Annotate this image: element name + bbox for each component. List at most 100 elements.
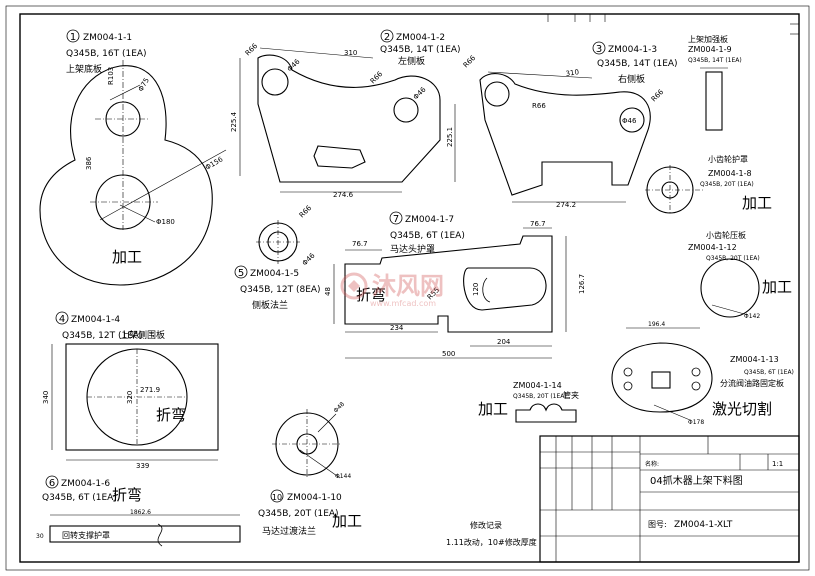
part-7-motor-guard: 7 ZM004-1-7 Q345B, 6T (1EA) 马达头护罩 76.7 7… xyxy=(324,211,586,359)
part-12-pinion-press-plate: 小齿轮压板 ZM004-1-12 Q345B, 20T (1EA) Φ142 加… xyxy=(688,230,792,320)
part-14-name: 管夹 xyxy=(563,390,579,400)
part-8-spec: Q345B, 20T (1EA) xyxy=(700,181,754,188)
part-13-name: 分流阀油路固定板 xyxy=(720,378,784,388)
part-7-dim-120: 120 xyxy=(472,283,480,296)
part-3-dim-r66-c: R66 xyxy=(650,88,666,104)
part-5-code: ZM004-1-5 xyxy=(250,269,299,279)
part-4-number: 4 xyxy=(59,314,65,325)
part-12-dim-phi142: Φ142 xyxy=(744,313,760,320)
inner-frame xyxy=(19,13,800,563)
part-13-note: 激光切割 xyxy=(712,400,772,418)
part-10-motor-adapter-flange: Φ48 Φ144 10 ZM004-1-10 Q345B, 20T (1EA) … xyxy=(258,401,362,537)
part-8-pinion-guard: 小齿轮护罩 ZM004-1-8 Q345B, 20T (1EA) 加工 xyxy=(645,154,772,215)
part-12-spec: Q345B, 20T (1EA) xyxy=(706,255,760,262)
part-10-dim-phi144: Φ144 xyxy=(335,473,351,480)
part-1-name: 上架底板 xyxy=(66,63,102,75)
part-2-dim-r66-b: R66 xyxy=(369,70,385,86)
part-5-spec: Q345B, 12T (8EA) xyxy=(240,285,321,295)
part-7-spec: Q345B, 6T (1EA) xyxy=(390,231,465,241)
part-1-dim-r103: R103 xyxy=(107,67,115,85)
part-3-dim-phi46: Φ46 xyxy=(622,117,637,125)
watermark-logo-icon xyxy=(340,272,368,300)
part-6-slewing-guard: 6 ZM004-1-6 Q345B, 6T (1EA) 折弯 1862.6 30… xyxy=(36,475,241,547)
part-2-dim-225-1: 225.1 xyxy=(446,127,454,147)
part-10-spec: Q345B, 20T (1EA) xyxy=(258,509,339,519)
part-3-right-side-plate: 3 ZM004-1-3 Q345B, 14T (1EA) 右侧板 R66 310… xyxy=(462,41,678,209)
part-14-code: ZM004-1-14 xyxy=(513,381,562,390)
part-1-dim-phi156: Φ156 xyxy=(204,155,225,172)
part-13-dim-196-4: 196.4 xyxy=(648,321,665,328)
part-1-bottom-plate: 1 ZM004-1-1 Q345B, 16T (1EA) 上架底板 R103 Φ… xyxy=(39,29,227,286)
part-2-dim-phi46-b: Φ46 xyxy=(412,85,428,101)
part-1-dim-386: 386 xyxy=(85,156,93,170)
part-6-dim-30: 30 xyxy=(36,533,44,540)
part-2-dim-310: 310 xyxy=(344,49,357,57)
part-3-dim-r66-b: R66 xyxy=(532,102,546,110)
part-9-code: ZM004-1-9 xyxy=(688,45,732,54)
part-1-number: 1 xyxy=(70,32,76,43)
part-7-code: ZM004-1-7 xyxy=(405,215,454,225)
part-1-dim-phi180: Φ180 xyxy=(156,218,175,226)
part-12-name: 小齿轮压板 xyxy=(706,230,746,240)
part-8-code: ZM004-1-8 xyxy=(708,169,752,178)
watermark-text: 沐风网 xyxy=(372,272,444,300)
part-13-code: ZM004-1-13 xyxy=(730,355,779,364)
part-5-dim-phi46: Φ46 xyxy=(301,251,317,267)
part-3-name: 右侧板 xyxy=(618,73,645,85)
part-1-spec: Q345B, 16T (1EA) xyxy=(66,49,147,59)
part-6-number: 6 xyxy=(49,478,55,489)
part-4-spec: Q345B, 12T (1EA) xyxy=(62,331,143,341)
part-4-note: 折弯 xyxy=(156,406,186,424)
part-12-code: ZM004-1-12 xyxy=(688,243,737,252)
part-2-dim-225-4: 225.4 xyxy=(230,111,238,132)
watermark: 沐风网 www.mfcad.com xyxy=(340,272,444,308)
part-3-dim-r66-a: R66 xyxy=(462,54,478,70)
part-3-dim-310: 310 xyxy=(565,68,579,78)
part-7-dim-48: 48 xyxy=(324,287,332,296)
part-2-code: ZM004-1-2 xyxy=(396,33,445,43)
outer-frame xyxy=(5,5,810,571)
part-7-name: 马达头护罩 xyxy=(390,243,435,255)
part-1-dim-phi75: Φ75 xyxy=(137,77,151,93)
part-5-side-flange: R66 Φ46 5 ZM004-1-5 Q345B, 12T (8EA) 侧板法… xyxy=(234,204,321,311)
title-block-scale: 1:1 xyxy=(772,460,783,468)
part-12-note: 加工 xyxy=(762,278,792,296)
part-13-dim-phi178: Φ178 xyxy=(688,419,704,426)
part-3-dim-274-2: 274.2 xyxy=(556,201,576,209)
part-8-name: 小齿轮护罩 xyxy=(708,154,748,164)
title-block: 名称: 1:1 04抓木器上架下料图 图号: ZM004-1-XLT xyxy=(539,435,800,563)
part-4-dim-271-9: 271.9 xyxy=(140,386,160,394)
part-10-dim-phi48: Φ48 xyxy=(332,401,346,415)
part-9-reinforcement-plate: 上架加强板 ZM004-1-9 Q345B, 14T (1EA) xyxy=(688,34,742,131)
revision-line: 1.11改动，10#修改厚度 xyxy=(446,537,537,547)
drawing-number: ZM004-1-XLT xyxy=(674,520,733,530)
title-block-name-label: 名称: xyxy=(645,460,659,468)
part-14-note: 加工 xyxy=(478,400,508,418)
revision-note: 修改记录 1.11改动，10#修改厚度 xyxy=(446,520,537,547)
part-3-number: 3 xyxy=(596,44,602,55)
part-14-pipe-clamp: ZM004-1-14 Q345B, 20T (1EA) 管夹 加工 xyxy=(478,381,579,423)
part-7-number: 7 xyxy=(393,214,399,225)
part-6-code: ZM004-1-6 xyxy=(61,479,110,489)
part-1-note: 加工 xyxy=(112,248,142,266)
part-7-dim-500: 500 xyxy=(442,350,455,358)
part-4-name: 上架侧围板 xyxy=(120,329,165,341)
part-10-name: 马达过渡法兰 xyxy=(262,525,316,537)
part-7-dim-126-7: 126.7 xyxy=(578,274,586,294)
part-2-left-side-plate: 2 ZM004-1-2 Q345B, 14T (1EA) 左侧板 R66 Φ46… xyxy=(230,29,461,199)
part-7-note: 折弯 xyxy=(356,286,386,304)
part-1-code: ZM004-1-1 xyxy=(83,33,132,43)
part-5-name: 侧板法兰 xyxy=(252,299,288,311)
part-6-name: 回转支撑护罩 xyxy=(62,530,110,540)
part-3-code: ZM004-1-3 xyxy=(608,45,657,55)
part-4-dim-320: 320 xyxy=(126,391,134,404)
part-7-dim-204: 204 xyxy=(497,338,511,346)
part-6-note: 折弯 xyxy=(112,486,142,504)
revision-title: 修改记录 xyxy=(470,520,502,530)
part-2-name: 左侧板 xyxy=(398,55,425,67)
part-9-name: 上架加强板 xyxy=(688,34,728,44)
part-7-dim-234: 234 xyxy=(390,324,404,332)
part-4-code: ZM004-1-4 xyxy=(71,315,120,325)
part-13-spec: Q345B, 6T (1EA) xyxy=(744,369,794,376)
part-2-dim-r66-a: R66 xyxy=(244,42,260,58)
